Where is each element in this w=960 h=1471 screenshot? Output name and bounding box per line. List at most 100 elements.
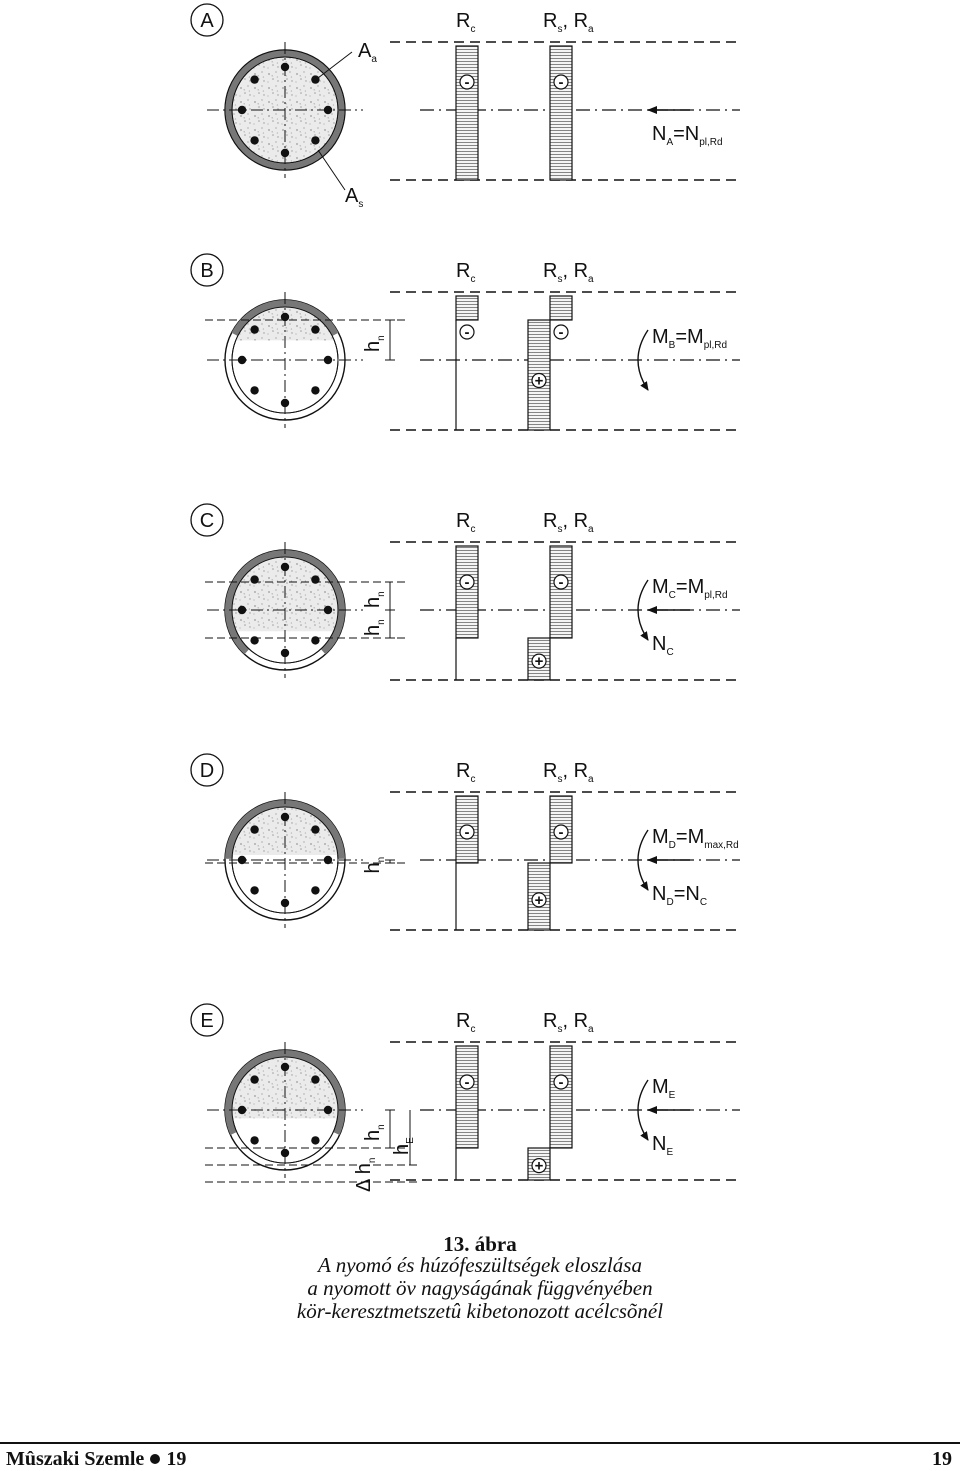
page-number: 19: [932, 1448, 952, 1470]
rebar: [250, 386, 259, 395]
label-main: R: [543, 260, 557, 282]
bending-moment-label: MB=Mpl,Rd: [652, 326, 727, 351]
concrete-stress-block: [455, 545, 479, 639]
steel-compression-block: [549, 1045, 573, 1149]
concrete-sign: -: [465, 1074, 470, 1091]
plus-sign-circle: [531, 372, 547, 389]
label-main: h: [362, 341, 384, 352]
label-subscript: s: [557, 274, 562, 285]
delta-hn-label: Δ hn: [353, 1158, 378, 1193]
label-subscript: n: [376, 591, 387, 597]
bending-moment-arrow: [637, 829, 649, 891]
as-leader: [317, 149, 346, 191]
label-main: =M: [676, 576, 704, 598]
label-main: R: [543, 10, 557, 32]
label-main: , R: [562, 10, 588, 32]
rc-label: Rc: [456, 10, 475, 35]
steel-tension-sign: +: [535, 373, 544, 390]
rebar: [250, 636, 259, 645]
label-subscript: a: [588, 24, 594, 35]
rebar: [250, 75, 259, 84]
rebar: [311, 136, 320, 145]
minus-sign-circle: [459, 324, 475, 340]
rs-ra-label: Rs, Ra: [543, 510, 594, 535]
minus-sign-circle: [459, 1074, 475, 1090]
rebar: [311, 575, 320, 584]
rebar: [237, 1105, 247, 1115]
label-subscript: D: [669, 840, 676, 851]
label-main: N: [652, 123, 666, 145]
label-main: R: [456, 760, 470, 782]
panel-id-circle: [190, 1003, 224, 1037]
axial-force-label: NE: [652, 1133, 673, 1158]
rebar: [250, 1075, 259, 1084]
aa-leader: [317, 51, 353, 79]
steel-compression-block: [549, 545, 573, 639]
bending-moment-label: ME: [652, 1076, 676, 1101]
label-subscript: s: [557, 1024, 562, 1035]
bending-moment-arrow: [637, 579, 649, 641]
label-subscript: max,Rd: [704, 840, 738, 851]
rebar: [311, 636, 320, 645]
label-main: N: [652, 883, 666, 905]
panel-id-label: C: [200, 510, 214, 532]
label-subscript: pl,Rd: [699, 137, 722, 148]
label-main: R: [543, 760, 557, 782]
concrete-stress-block: [455, 45, 479, 181]
label-subscript: n: [376, 1124, 387, 1130]
label-subscript: a: [588, 274, 594, 285]
panel-id-label: D: [200, 760, 214, 782]
rebar: [237, 355, 247, 365]
label-subscript: pl,Rd: [704, 590, 727, 601]
panel-id-circle: [190, 253, 224, 287]
label-subscript: n: [376, 619, 387, 625]
label-main: h: [362, 597, 384, 608]
cross-section: [207, 1042, 363, 1178]
concrete-sign: -: [465, 824, 470, 841]
label-subscript: pl,Rd: [704, 340, 727, 351]
label-subscript: a: [371, 54, 377, 65]
label-main: =N: [673, 123, 699, 145]
concrete-sign: -: [465, 324, 470, 341]
minus-sign-circle: [553, 74, 569, 90]
axial-force-label: NA=Npl,Rd: [652, 123, 723, 148]
label-subscript: a: [588, 774, 594, 785]
caption-line-1: A nyomó és húzófeszültségek eloszlása: [318, 1253, 642, 1277]
label-subscript: B: [669, 340, 676, 351]
rebar: [311, 325, 320, 334]
hn-label: hn: [362, 335, 387, 352]
label-main: M: [652, 1076, 669, 1098]
minus-sign-circle: [459, 574, 475, 590]
hn-label: hn: [362, 1124, 387, 1141]
label-main: h: [391, 1144, 413, 1155]
label-subscript: E: [669, 1090, 676, 1101]
steel-compression-block: [549, 45, 573, 181]
hn-label: hn: [362, 591, 387, 608]
steel-tension-sign: +: [535, 1158, 544, 1175]
rebar: [311, 1075, 320, 1084]
rebar: [250, 136, 259, 145]
label-main: =M: [676, 826, 704, 848]
label-main: R: [456, 10, 470, 32]
label-main: R: [543, 510, 557, 532]
minus-sign-circle: [553, 324, 569, 340]
rebar: [311, 1136, 320, 1145]
steel-tension-sign: +: [535, 653, 544, 670]
concrete-stress-block: [455, 295, 479, 321]
figure-title: 13. ábra: [443, 1232, 517, 1256]
aa-label: Aa: [358, 40, 377, 65]
label-subscript: n: [376, 335, 387, 341]
label-subscript: n: [376, 857, 387, 863]
rebar: [311, 886, 320, 895]
cross-section: [207, 42, 363, 178]
steel-compression-sign: -: [559, 574, 564, 591]
hn-label: hn: [362, 619, 387, 636]
label-main: M: [652, 576, 669, 598]
label-subscript: E: [405, 1137, 416, 1144]
label-main: A: [345, 185, 359, 207]
cross-section: [207, 792, 363, 928]
plus-sign-circle: [531, 653, 547, 669]
